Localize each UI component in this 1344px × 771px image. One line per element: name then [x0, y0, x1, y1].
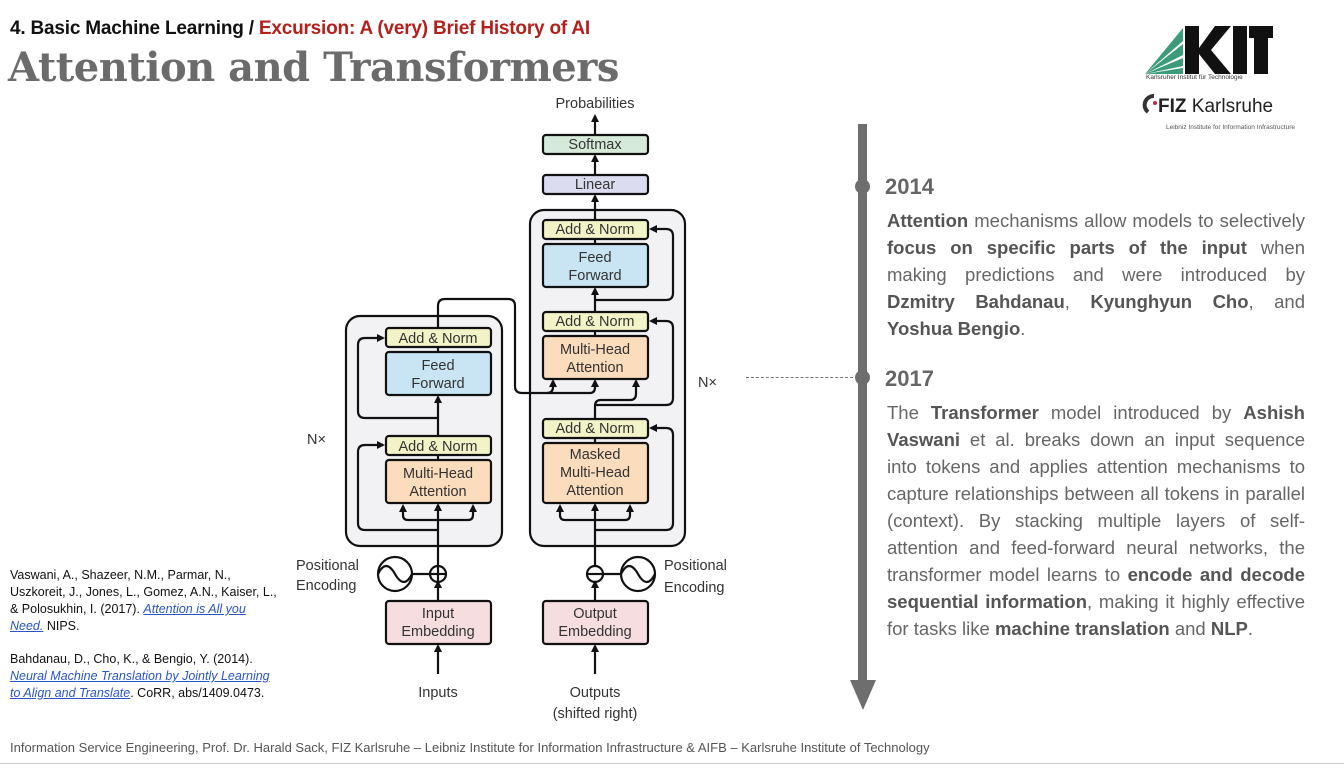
reference-link-bahdanau[interactable]: Neural Machine Translation by Jointly Le…: [10, 669, 270, 700]
encoder-add-norm-1: Add & Norm: [399, 439, 478, 455]
decoder-masked-label-1: Masked: [570, 447, 621, 463]
footer-divider: [0, 763, 1344, 764]
encoder-mha-label-2: Attention: [409, 484, 466, 500]
timeline-text-segment: when making predictions and were introdu…: [887, 237, 1305, 285]
timeline-text-segment: ,: [1064, 291, 1091, 312]
timeline-emphasis: focus on specific parts of the input: [887, 237, 1247, 258]
input-embedding-label-1: Input: [422, 606, 454, 622]
box-softmax: Softmax: [568, 137, 622, 153]
timeline-emphasis: Attention: [887, 210, 969, 231]
timeline-text-segment: et al. breaks down an input sequence int…: [887, 429, 1305, 585]
timeline-line: [858, 124, 867, 684]
encoder-positional-label-2: Encoding: [296, 578, 356, 594]
box-linear: Linear: [575, 177, 615, 193]
fiz-logo: FIZ Karlsruhe: [1142, 94, 1273, 118]
fiz-name-bold: FIZ: [1158, 96, 1187, 117]
encoder-feed-label-2: Forward: [411, 376, 464, 392]
decoder-mha-label-2: Attention: [566, 360, 623, 376]
encoder-block: [344, 314, 504, 548]
timeline-emphasis: Transformer: [930, 402, 1039, 423]
timeline-emphasis: encode and decode sequential information: [887, 564, 1305, 612]
timeline-text-segment: and: [1169, 618, 1211, 639]
label-outputs: Outputs: [570, 685, 621, 701]
timeline-emphasis: Ashish Vaswani: [887, 402, 1305, 450]
output-embedding-label-2: Embedding: [558, 624, 631, 640]
timeline-text-segment: .: [1247, 618, 1254, 639]
timeline-text-2014: Attention mechanisms allow models to sel…: [887, 207, 1305, 342]
kit-logo-icon: [1145, 26, 1273, 74]
reference-vaswani: Vaswani, A., Shazeer, N.M., Parmar, N., …: [10, 568, 277, 633]
fiz-name: Karlsruhe: [1186, 96, 1274, 117]
timeline-emphasis: machine translation: [994, 618, 1170, 639]
decoder-add-norm-1: Add & Norm: [556, 421, 635, 437]
timeline-connector-dashed: [746, 377, 858, 378]
decoder-feed-label-2: Forward: [568, 268, 621, 284]
decoder-mha-label-1: Multi-Head: [560, 342, 630, 358]
timeline-text-segment: .: [1020, 318, 1026, 339]
timeline-dot-2014: [855, 179, 870, 194]
timeline-emphasis: Dzmitry Bahdanau: [887, 291, 1065, 312]
decoder-feed-label-1: Feed: [578, 250, 611, 266]
decoder-nx-label: N×: [698, 375, 717, 391]
timeline-dot-2017: [855, 370, 870, 385]
decoder-add-norm-3: Add & Norm: [556, 222, 635, 238]
timeline-text-segment: model introduced by: [1038, 402, 1244, 423]
timeline-text-segment: , and: [1248, 291, 1306, 312]
fiz-mark-icon: [1142, 94, 1157, 114]
timeline-year-2014: 2014: [885, 174, 934, 199]
timeline-text-2017: The Transformer model introduced by Ashi…: [887, 399, 1305, 642]
footer-text: Information Service Engineering, Prof. D…: [10, 740, 930, 755]
reference-bahdanau: Bahdanau, D., Cho, K., & Bengio, Y. (201…: [10, 652, 270, 700]
label-probabilities: Probabilities: [556, 96, 635, 112]
timeline-emphasis: NLP: [1210, 618, 1248, 639]
fiz-subtitle: Leibniz Institute for Information Infras…: [1166, 124, 1295, 131]
output-embedding-label-1: Output: [573, 606, 617, 622]
encoder-positional-label-1: Positional: [296, 558, 359, 574]
timeline-text-segment: mechanisms allow models to selectively: [968, 210, 1305, 231]
breadcrumb-topic: Excursion: A (very) Brief History of AI: [258, 18, 590, 39]
encoder-add-norm-2: Add & Norm: [399, 331, 478, 347]
breadcrumb-section: 4. Basic Machine Learning /: [10, 18, 259, 39]
timeline-text-segment: , making it highly effective for tasks l…: [887, 591, 1305, 639]
kit-subtitle: Karlsruher Institut für Technologie: [1146, 74, 1243, 81]
timeline-text-segment: The: [887, 402, 931, 423]
decoder-positional-label-1: Positional: [664, 558, 727, 574]
decoder-positional-label-2: Encoding: [664, 580, 724, 596]
encoder-mha-label-1: Multi-Head: [403, 466, 473, 482]
decoder-masked-label-3: Attention: [566, 483, 623, 499]
input-embedding-label-2: Embedding: [401, 624, 474, 640]
page-title: Attention and Transformers: [8, 44, 619, 91]
references: Vaswani, A., Shazeer, N.M., Parmar, N., …: [10, 567, 280, 718]
timeline-arrow-down-icon: [850, 680, 876, 710]
decoder-masked-label-2: Multi-Head: [560, 465, 630, 481]
transformer-diagram: Probabilities Softmax Linear Add & Norm …: [296, 96, 727, 722]
encoder-nx-label: N×: [307, 432, 326, 448]
timeline-year-2017: 2017: [885, 366, 934, 391]
decoder-add-norm-2: Add & Norm: [556, 314, 635, 330]
breadcrumb: 4. Basic Machine Learning / Excursion: A…: [10, 18, 590, 40]
label-shifted-right: (shifted right): [553, 706, 638, 722]
encoder-feed-label-1: Feed: [421, 358, 454, 374]
label-inputs: Inputs: [418, 685, 458, 701]
reference-link-vaswani[interactable]: Attention is All you Need.: [10, 602, 246, 633]
timeline-emphasis: Kyunghyun Cho: [1090, 291, 1249, 312]
timeline-emphasis: Yoshua Bengio: [887, 318, 1021, 339]
